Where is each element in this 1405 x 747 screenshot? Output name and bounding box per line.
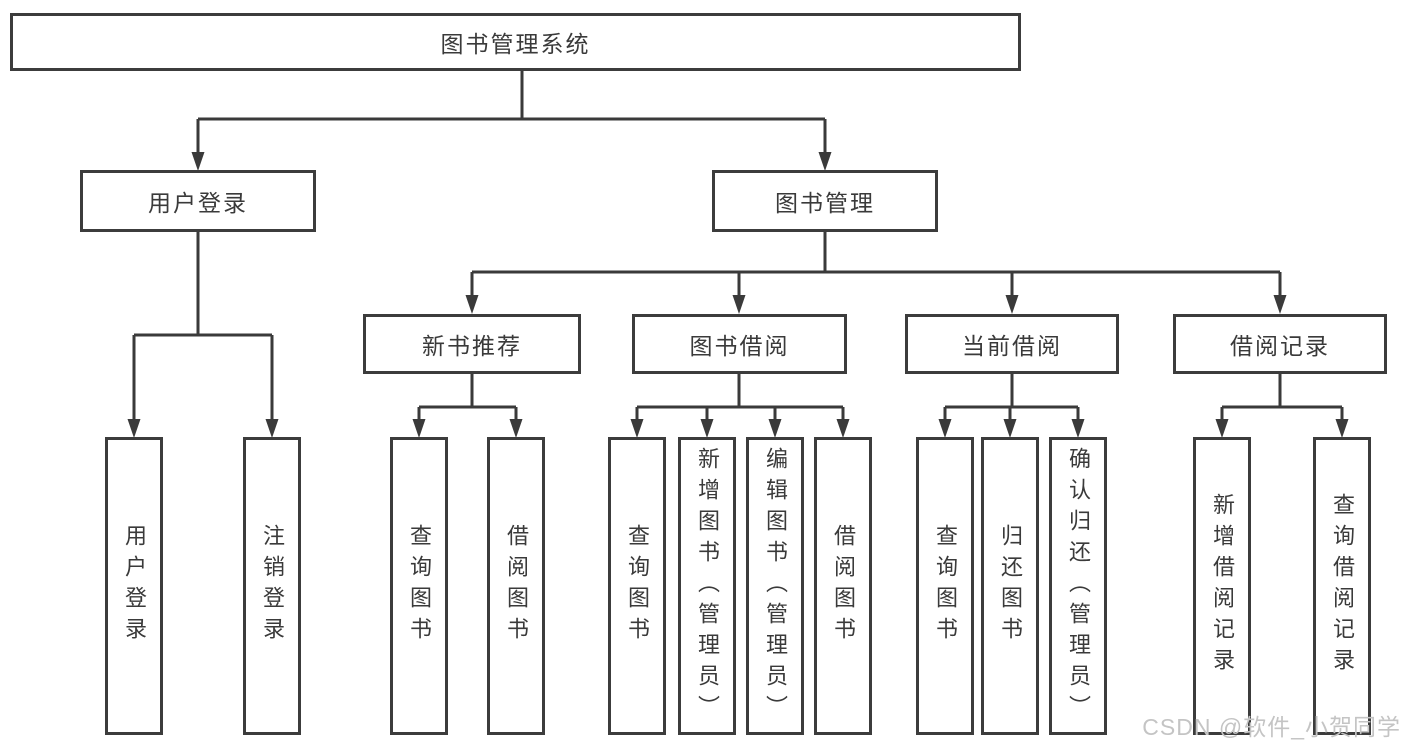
node-current-borrow: 当前借阅 [905,314,1119,374]
leaf-logout-label: 注销登录 [260,524,285,648]
node-new-book-recommend: 新书推荐 [363,314,581,374]
node-library-system: 图书管理系统 [10,13,1021,71]
leaf-borrow-books-recommend-label: 借阅图书 [504,524,529,648]
leaf-borrow-books-recommend: 借阅图书 [487,437,545,735]
leaf-add-borrow-record: 新增借阅记录 [1193,437,1251,735]
node-user-login: 用户登录 [80,170,316,232]
watermark: CSDN @软件_小贺同学 [1142,714,1401,740]
leaf-add-borrow-record-label: 新增借阅记录 [1210,493,1235,679]
tree-edges [132,71,1344,433]
node-borrow-records: 借阅记录 [1173,314,1387,374]
leaf-confirm-return-admin: 确认归还（管理员） [1049,437,1107,735]
leaf-return-book: 归还图书 [981,437,1039,735]
leaf-query-borrow-record-label: 查询借阅记录 [1330,493,1355,679]
leaf-user-login-label: 用户登录 [122,524,147,648]
leaf-edit-book-admin-label: 编辑图书（管理员） [763,446,788,726]
node-book-management: 图书管理 [712,170,938,232]
leaf-logout: 注销登录 [243,437,301,735]
node-book-borrow: 图书借阅 [632,314,847,374]
leaf-query-books-borrow-label: 查询图书 [625,524,650,648]
leaf-add-book-admin-label: 新增图书（管理员） [695,446,720,726]
leaf-query-books-recommend-label: 查询图书 [407,524,432,648]
arrowheads [127,152,1349,438]
leaf-query-books-borrow: 查询图书 [608,437,666,735]
leaf-query-books-current: 查询图书 [916,437,974,735]
leaf-borrow-books-label: 借阅图书 [831,524,856,648]
leaf-add-book-admin: 新增图书（管理员） [678,437,736,735]
leaf-edit-book-admin: 编辑图书（管理员） [746,437,804,735]
leaf-confirm-return-admin-label: 确认归还（管理员） [1066,446,1091,726]
leaf-query-books-current-label: 查询图书 [933,524,958,648]
leaf-return-book-label: 归还图书 [998,524,1023,648]
leaf-user-login: 用户登录 [105,437,163,735]
leaf-borrow-books: 借阅图书 [814,437,872,735]
leaf-query-borrow-record: 查询借阅记录 [1313,437,1371,735]
leaf-query-books-recommend: 查询图书 [390,437,448,735]
